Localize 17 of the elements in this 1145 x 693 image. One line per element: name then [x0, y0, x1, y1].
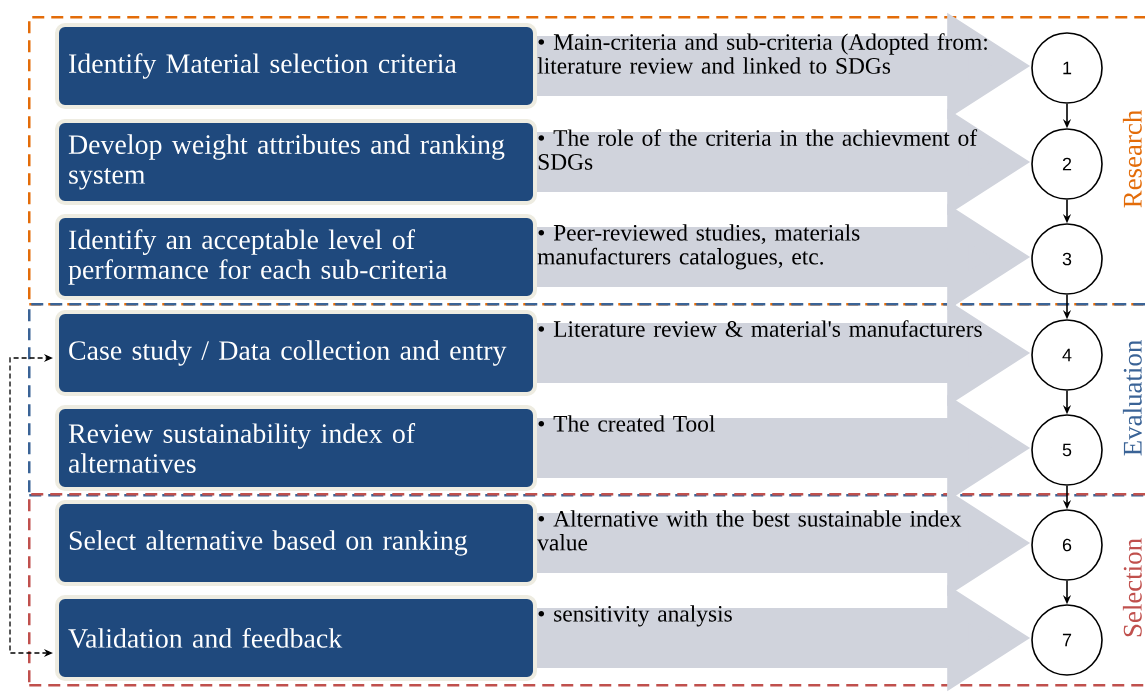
edge-label: • The role of the criteria in the achievment of SDGs [538, 129, 978, 170]
edge-label: • Main-criteria and sub-criteria (Adopted from: literature review and linked to SDGs [537, 33, 987, 74]
step-box: Case study / Data collection and entry [55, 310, 537, 396]
edge-label: • Alternative with the best sustainable index value [537, 510, 962, 551]
step-box: Identify an acceptable level of performance for each sub-criteria [55, 214, 537, 300]
group-label: Research [1122, 110, 1142, 208]
step-box: Review sustainability index of alternatives [55, 405, 537, 491]
edge-label: • Literature review & material's manufacturers [538, 320, 982, 337]
edge-label: • The created Tool [538, 415, 715, 432]
step-box: Validation and feedback [55, 595, 537, 681]
step-box: Develop weight attributes and ranking system [55, 119, 537, 205]
step-box: Identify Material selection criteria [55, 23, 537, 109]
edge-label: • sensitivity analysis [538, 605, 732, 627]
edge-label: • Peer-reviewed studies, materials manufacturers catalogues, etc. [537, 224, 860, 270]
step-box: Select alternative based on ranking [55, 500, 537, 586]
group-label: Selection [1122, 538, 1142, 637]
group-label: Evaluation [1122, 340, 1142, 456]
